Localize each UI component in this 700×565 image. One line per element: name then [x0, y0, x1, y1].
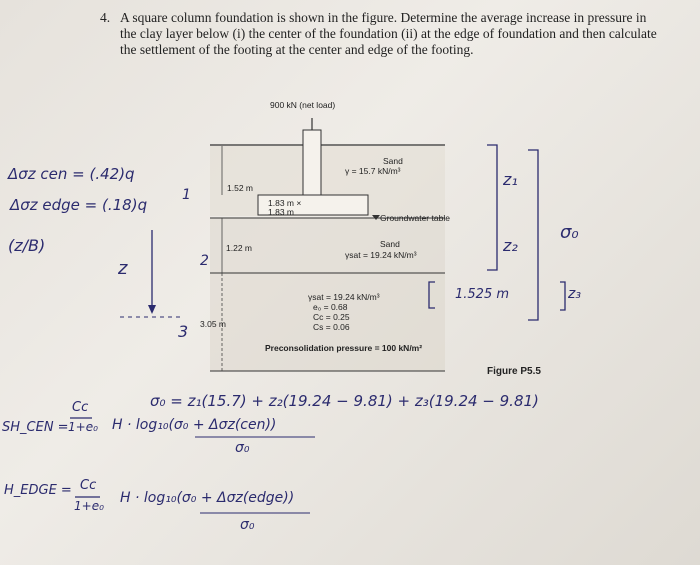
layer-num-2: 2	[200, 253, 209, 269]
preconsolidation-label: Preconsolidation pressure = 100 kN/m²	[265, 343, 423, 353]
load-label: 900 kN (net load)	[270, 100, 336, 110]
bracket-1525	[428, 281, 435, 309]
z3-label: z₃	[568, 286, 581, 302]
figure-caption: Figure P5.5	[487, 366, 541, 377]
z-over-b: (z/B)	[8, 236, 46, 255]
z1-label: z₁	[503, 170, 518, 189]
settlement-edge-rhs: H · log₁₀(σ₀ + Δσz(edge))	[120, 490, 295, 506]
settlement-center-e0: 1+e₀	[68, 420, 98, 434]
length-1525: 1.525 m	[455, 287, 510, 302]
sigma0-label: σ₀	[560, 222, 579, 243]
z2-label: z₂	[503, 236, 518, 255]
clay-e0: e₀ = 0.68	[313, 302, 348, 312]
arrowhead-icon	[148, 305, 156, 314]
bracket-z1-z2	[487, 144, 498, 271]
depth-label-3: 3.05 m	[200, 319, 226, 329]
sand1-name: Sand	[383, 156, 403, 166]
sand1-gamma: γ = 15.7 kN/m³	[345, 166, 401, 176]
clay-cc: Cc = 0.25	[313, 312, 350, 322]
delta-sigma-edge: Δσz edge = (.18)q	[10, 196, 148, 214]
settlement-edge-e0: 1+e₀	[74, 499, 104, 513]
sand2-name: Sand	[380, 239, 400, 249]
depth-label-1: 1.52 m	[227, 183, 253, 193]
problem-text: A square column foundation is shown in t…	[120, 10, 657, 57]
bracket-z3	[560, 281, 566, 311]
problem-number: 4.	[100, 10, 111, 25]
clay-gamma: γsat = 19.24 kN/m³	[308, 292, 380, 302]
footing-label-b: 1.83 m	[268, 207, 294, 217]
clay-cs: Cs = 0.06	[313, 322, 350, 332]
footing-label-a: 1.83 m ×	[268, 198, 302, 208]
settlement-edge-lhs: H_EDGE =	[4, 483, 72, 498]
depth-label-2: 1.22 m	[226, 243, 252, 253]
bracket-sigma0	[528, 149, 539, 321]
layer-num-3: 3	[178, 322, 189, 341]
settlement-edge-den: σ₀	[240, 517, 255, 533]
settlement-center-rhs: H · log₁₀(σ₀ + Δσz(cen))	[112, 417, 277, 433]
groundwater-label: Groundwater table	[380, 213, 450, 223]
sand-layer-2	[210, 218, 445, 273]
settlement-edge-cc: Cc	[80, 478, 97, 493]
problem-statement: 4. A square column foundation is shown i…	[100, 10, 660, 58]
layer-num-1: 1	[182, 187, 191, 203]
settlement-center-den: σ₀	[235, 440, 250, 456]
z-label: z	[118, 258, 128, 279]
sigma0-equation: σ₀ = z₁(15.7) + z₂(19.24 − 9.81) + z₃(19…	[150, 392, 539, 410]
footing	[257, 194, 369, 216]
sand2-gamma: γsat = 19.24 kN/m³	[345, 250, 417, 260]
settlement-center-cc: Cc	[72, 400, 89, 415]
clay-layer	[210, 273, 445, 371]
settlement-center-lhs: SH_CEN =	[2, 420, 69, 435]
water-table-icon	[372, 215, 380, 220]
delta-sigma-center: Δσz cen = (.42)q	[8, 165, 135, 183]
column	[302, 129, 322, 196]
